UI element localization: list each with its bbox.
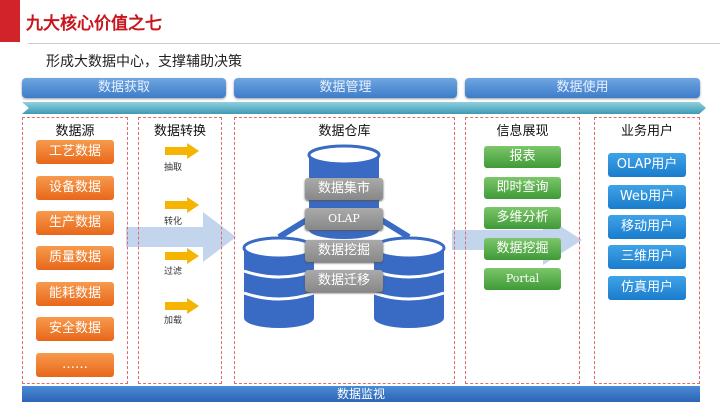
title-divider <box>28 43 720 44</box>
arrow-right-icon <box>165 298 199 314</box>
monitor-bar: 数据监视 <box>22 386 700 402</box>
display-item: Portal <box>484 268 561 290</box>
column-display: 信息展现 <box>465 117 580 384</box>
phase-manage: 数据管理 <box>234 78 457 98</box>
column-users: 业务用户 <box>594 117 700 384</box>
page-title: 九大核心价值之七 <box>26 14 162 34</box>
source-item: …… <box>36 353 114 377</box>
column-source: 数据源 <box>22 117 128 384</box>
user-item: 移动用户 <box>608 215 686 239</box>
transform-label: 转化 <box>164 217 183 227</box>
column-title: 数据源 <box>55 124 95 139</box>
column-title: 数据转换 <box>153 124 206 139</box>
transform-label: 加载 <box>164 316 183 326</box>
user-item: OLAP用户 <box>608 153 686 177</box>
source-item: 安全数据 <box>36 317 114 341</box>
column-warehouse: 数据仓库 <box>234 117 455 384</box>
arrow-right-icon <box>165 143 199 159</box>
phase-acquire: 数据获取 <box>22 78 226 98</box>
source-item: 能耗数据 <box>36 282 114 306</box>
user-item: 仿真用户 <box>608 276 686 300</box>
user-item: Web用户 <box>608 185 686 209</box>
warehouse-item: 数据集市 <box>305 178 383 200</box>
column-transform: 数据转换 <box>138 117 222 384</box>
subtitle: 形成大数据中心，支撑辅助决策 <box>46 54 242 70</box>
source-item: 设备数据 <box>36 176 114 200</box>
transform-label: 抽取 <box>164 163 183 173</box>
phase-use: 数据使用 <box>465 78 700 98</box>
column-title: 信息展现 <box>496 124 549 139</box>
source-item: 生产数据 <box>36 211 114 235</box>
source-item: 工艺数据 <box>36 140 114 164</box>
title-accent-bar <box>0 0 20 42</box>
user-item: 三维用户 <box>608 245 686 269</box>
column-title: 数据仓库 <box>318 124 371 139</box>
warehouse-item: 数据迁移 <box>305 270 383 292</box>
display-item: 报表 <box>484 146 561 168</box>
arrow-right-icon <box>165 197 199 213</box>
warehouse-item: OLAP <box>305 208 383 230</box>
display-item: 即时查询 <box>484 177 561 199</box>
display-item: 多维分析 <box>484 207 561 229</box>
warehouse-item: 数据挖掘 <box>305 240 383 262</box>
arrow-right-icon <box>165 248 199 264</box>
display-item: 数据挖掘 <box>484 238 561 260</box>
transform-label: 过滤 <box>164 267 183 277</box>
column-title: 业务用户 <box>620 124 673 139</box>
source-item: 质量数据 <box>36 246 114 270</box>
flow-arrow <box>22 102 706 114</box>
